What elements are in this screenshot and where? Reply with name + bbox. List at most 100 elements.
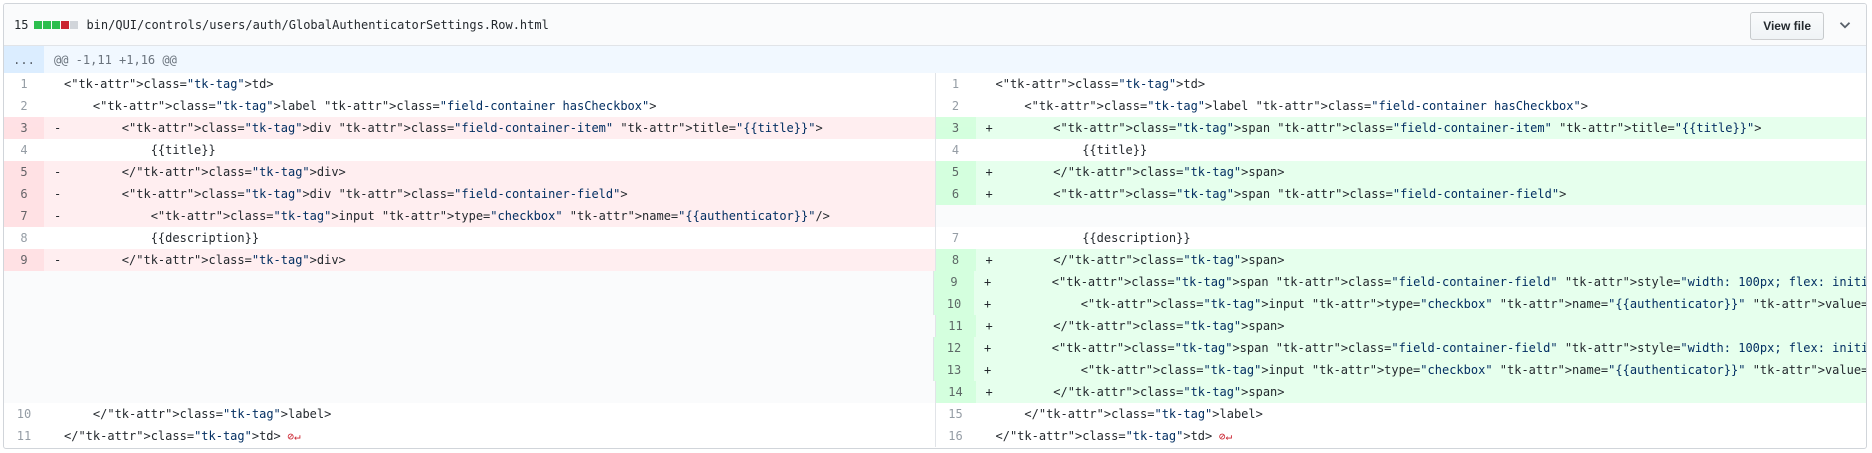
- file-header: 15 bin/QUI/controls/users/auth/GlobalAut…: [4, 4, 1866, 46]
- diff-marker: [44, 139, 64, 161]
- line-number[interactable]: 11: [16, 429, 32, 443]
- line-number[interactable]: 9: [934, 271, 974, 293]
- diff-body: 1 <"tk-attr">class="tk-tag">td> 1 <"tk-attr…: [4, 73, 1866, 447]
- left-side-line: [4, 359, 933, 381]
- line-number[interactable]: [4, 271, 44, 293]
- line-number[interactable]: 13: [934, 359, 974, 381]
- right-side-line: 3+ <"tk-attr">class="tk-tag">span "tk-at…: [934, 117, 1866, 139]
- line-number[interactable]: 6: [935, 183, 976, 205]
- line-number[interactable]: 7: [951, 231, 960, 245]
- line-number[interactable]: 11: [935, 315, 976, 337]
- chevron-down-icon[interactable]: [1836, 16, 1854, 34]
- code-line: </"tk-attr">class="tk-tag">span>: [995, 253, 1285, 267]
- code-line: {{title}}: [995, 143, 1148, 157]
- line-number[interactable]: [4, 293, 44, 315]
- diff-marker: -: [54, 187, 62, 201]
- diff-marker: +: [984, 275, 992, 289]
- line-number[interactable]: 7: [4, 205, 44, 227]
- code-line: <"tk-attr">class="tk-tag">label "tk-attr…: [995, 99, 1588, 113]
- code-line: {{description}}: [995, 231, 1191, 245]
- line-number[interactable]: 8: [935, 249, 976, 271]
- line-number[interactable]: 2: [951, 99, 960, 113]
- diffstat-block-add: [34, 20, 43, 29]
- code-line: [64, 315, 935, 337]
- diff-row: 6- <"tk-attr">class="tk-tag">div "tk-att…: [4, 183, 1866, 205]
- code-line: </"tk-attr">class="tk-tag">td> ⊘↵: [995, 429, 1233, 443]
- diff-row: 9- </"tk-attr">class="tk-tag">div>8+ </"…: [4, 249, 1866, 271]
- file-path[interactable]: bin/QUI/controls/users/auth/GlobalAuthen…: [86, 17, 549, 32]
- diff-marker: [976, 227, 996, 249]
- line-number[interactable]: 15: [948, 407, 963, 421]
- code-line: </"tk-attr">class="tk-tag">div>: [64, 253, 346, 267]
- line-number[interactable]: 1: [951, 77, 960, 91]
- line-number[interactable]: 8: [20, 231, 28, 245]
- code-line: </"tk-attr">class="tk-tag">label>: [64, 407, 332, 421]
- diff-marker: -: [54, 165, 62, 179]
- left-side-line: 1 <"tk-attr">class="tk-tag">td>: [4, 73, 935, 95]
- line-number[interactable]: 12: [934, 337, 974, 359]
- line-number[interactable]: 16: [948, 429, 963, 443]
- diff-marker: [976, 425, 996, 447]
- diff-marker: [44, 271, 64, 293]
- code-line: [64, 359, 933, 381]
- line-number[interactable]: [936, 205, 976, 227]
- line-number[interactable]: [4, 381, 44, 403]
- right-side-line: 4 {{title}}: [934, 139, 1867, 161]
- line-number[interactable]: [4, 337, 44, 359]
- hunk-header-text: @@ -1,11 +1,16 @@: [54, 52, 177, 67]
- diffstat-block-neutral: [70, 20, 79, 29]
- line-number[interactable]: 4: [20, 143, 28, 157]
- line-number[interactable]: 1: [20, 77, 28, 91]
- diff-row: 7- <"tk-attr">class="tk-tag">input "tk-a…: [4, 205, 1866, 227]
- line-number[interactable]: 14: [935, 381, 976, 403]
- expand-hunk-button[interactable]: ...: [4, 46, 44, 73]
- code-line: </"tk-attr">class="tk-tag">label>: [995, 407, 1263, 421]
- code-line: </"tk-attr">class="tk-tag">div>: [64, 165, 346, 179]
- diff-file: 15 bin/QUI/controls/users/auth/GlobalAut…: [3, 3, 1867, 449]
- line-number[interactable]: 6: [4, 183, 44, 205]
- diff-row: 5- </"tk-attr">class="tk-tag">div>5+ </"…: [4, 161, 1866, 183]
- diffstat-count: 15: [14, 17, 29, 32]
- line-number[interactable]: 10: [16, 407, 32, 421]
- diff-marker: [44, 95, 64, 117]
- left-side-line: [4, 337, 933, 359]
- diff-row: 12+ <"tk-attr">class="tk-tag">span "tk-a…: [4, 337, 1866, 359]
- line-number[interactable]: 5: [935, 161, 976, 183]
- diff-marker: [44, 337, 64, 359]
- left-side-line: 7- <"tk-attr">class="tk-tag">input "tk-a…: [4, 205, 935, 227]
- code-line: [64, 337, 933, 359]
- view-file-button[interactable]: View file: [1750, 12, 1824, 40]
- left-side-line: 9- </"tk-attr">class="tk-tag">div>: [4, 249, 935, 271]
- line-number[interactable]: 3: [4, 117, 44, 139]
- diff-marker: [976, 139, 996, 161]
- code-line: </"tk-attr">class="tk-tag">span>: [995, 319, 1285, 333]
- left-side-line: [4, 381, 935, 403]
- diff-row: 3- <"tk-attr">class="tk-tag">div "tk-att…: [4, 117, 1866, 139]
- line-number[interactable]: 3: [935, 117, 976, 139]
- left-side-line: 8 {{description}}: [4, 227, 935, 249]
- diffstat-block-add: [43, 20, 52, 29]
- line-number[interactable]: 9: [4, 249, 44, 271]
- line-number[interactable]: 4: [951, 143, 960, 157]
- right-side-line: 7 {{description}}: [934, 227, 1867, 249]
- code-line: [996, 205, 1867, 227]
- right-side-line: 9 + <"tk-attr">class="tk-tag">span "tk-at…: [933, 271, 1866, 293]
- code-line: <"tk-attr">class="tk-tag">td>: [64, 77, 274, 91]
- diff-row: 14+ </"tk-attr">class="tk-tag">span>: [4, 381, 1866, 403]
- diff-marker: +: [985, 187, 993, 201]
- code-line: [64, 293, 933, 315]
- right-side-line: 15 </"tk-attr">class="tk-tag">label>: [934, 403, 1867, 425]
- line-number[interactable]: [4, 315, 44, 337]
- line-number[interactable]: 2: [20, 99, 28, 113]
- left-side-line: [4, 271, 933, 293]
- diff-marker: [976, 403, 996, 425]
- left-side-line: [4, 315, 935, 337]
- left-side-line: 2 <"tk-attr">class="tk-tag">label "tk-at…: [4, 95, 935, 117]
- line-number[interactable]: 5: [4, 161, 44, 183]
- diff-marker: -: [54, 121, 62, 135]
- line-number[interactable]: [4, 359, 44, 381]
- diff-marker: +: [985, 385, 993, 399]
- line-number[interactable]: 10: [934, 293, 974, 315]
- code-line: <"tk-attr">class="tk-tag">span "tk-attr"…: [994, 275, 1866, 289]
- no-newline-icon: ⊘↵: [280, 430, 301, 443]
